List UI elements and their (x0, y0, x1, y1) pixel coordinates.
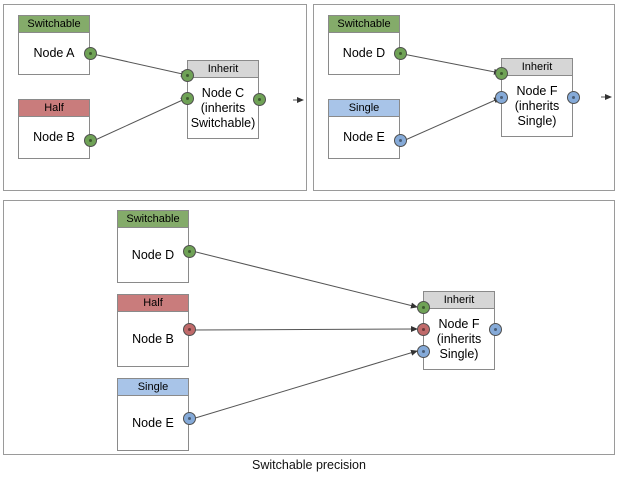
edge-node-e-to-node-f (402, 97, 501, 142)
node-a[interactable]: Switchable Node A (18, 15, 90, 75)
node-d-bottom-label: Node D (131, 247, 175, 262)
port-d2-out[interactable] (183, 245, 196, 258)
edge-node-e-to-node-f-bottom (191, 349, 418, 420)
port-f2-in-3[interactable] (417, 345, 430, 358)
panel-top-right: Switchable Node D Single Node E Inherit … (313, 4, 615, 191)
port-d-out[interactable] (394, 47, 407, 60)
node-b-bottom[interactable]: Half Node B (117, 294, 189, 367)
node-c[interactable]: Inherit Node C (inherits Switchable) (187, 60, 259, 139)
node-b-bottom-header: Half (118, 295, 188, 312)
node-c-header: Inherit (188, 61, 258, 78)
diagram-caption: Switchable precision (252, 458, 366, 472)
port-e-out[interactable] (394, 134, 407, 147)
node-f-bottom-header: Inherit (424, 292, 494, 309)
node-c-label: Node C (inherits Switchable) (190, 85, 256, 130)
port-f-out[interactable] (567, 91, 580, 104)
node-b-header: Half (19, 100, 89, 117)
edge-node-d-to-node-f (402, 53, 501, 75)
port-c-in-1[interactable] (181, 69, 194, 82)
port-f2-in-1[interactable] (417, 301, 430, 314)
edge-node-d-to-node-f-bottom (191, 250, 418, 309)
edge-node-a-to-node-c (92, 53, 188, 77)
port-f2-in-2[interactable] (417, 323, 430, 336)
node-f-bottom-label: Node F (inherits Single) (436, 316, 482, 361)
node-d[interactable]: Switchable Node D (328, 15, 400, 75)
node-b[interactable]: Half Node B (18, 99, 90, 159)
edge-node-b-to-node-c (92, 97, 188, 142)
node-e-bottom[interactable]: Single Node E (117, 378, 189, 451)
port-c-out[interactable] (253, 93, 266, 106)
node-d-header: Switchable (329, 16, 399, 33)
node-f[interactable]: Inherit Node F (inherits Single) (501, 58, 573, 137)
node-a-header: Switchable (19, 16, 89, 33)
port-b2-out[interactable] (183, 323, 196, 336)
node-d-bottom[interactable]: Switchable Node D (117, 210, 189, 283)
node-a-label: Node A (33, 46, 75, 60)
port-b-out[interactable] (84, 134, 97, 147)
node-d-label: Node D (342, 46, 386, 60)
node-b-bottom-label: Node B (132, 331, 174, 346)
node-f-bottom[interactable]: Inherit Node F (inherits Single) (423, 291, 495, 370)
node-f-label: Node F (inherits Single) (514, 83, 560, 128)
edge-node-b-to-node-f-bottom (191, 326, 418, 333)
node-b-label: Node B (33, 130, 75, 144)
node-e-bottom-header: Single (118, 379, 188, 396)
node-e[interactable]: Single Node E (328, 99, 400, 159)
panel-bottom: Switchable Node D Half Node B Single Nod… (3, 200, 615, 455)
node-d-bottom-header: Switchable (118, 211, 188, 228)
node-e-label: Node E (343, 130, 385, 144)
panel-top-left: Switchable Node A Half Node B Inherit No… (3, 4, 307, 191)
node-e-header: Single (329, 100, 399, 117)
port-f-in-1[interactable] (495, 67, 508, 80)
node-e-bottom-label: Node E (132, 415, 174, 430)
port-a-out[interactable] (84, 47, 97, 60)
port-e2-out[interactable] (183, 412, 196, 425)
port-f2-out[interactable] (489, 323, 502, 336)
node-f-header: Inherit (502, 59, 572, 76)
wire-layer-bottom (191, 250, 418, 420)
port-c-in-2[interactable] (181, 92, 194, 105)
port-f-in-2[interactable] (495, 91, 508, 104)
